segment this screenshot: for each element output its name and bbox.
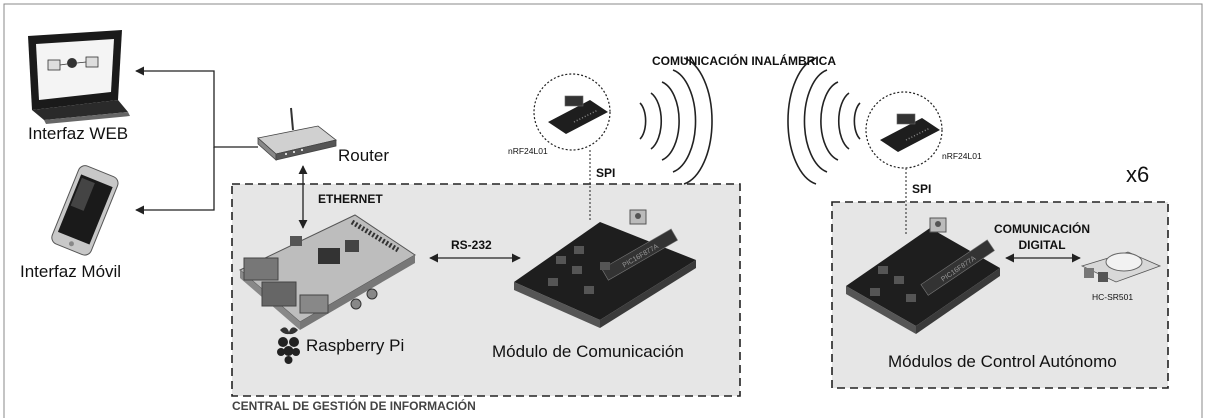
wireless-waves-icon bbox=[787, 57, 861, 185]
wireless-waves-icon bbox=[639, 57, 713, 185]
wireless-communication-label: COMUNICACIÓN INALÁMBRICA bbox=[652, 54, 836, 68]
nrf24l01-radio-icon bbox=[880, 113, 940, 152]
router-to-web-arrow bbox=[135, 66, 258, 148]
communication-module-label: Módulo de Comunicación bbox=[492, 342, 684, 361]
connectors bbox=[135, 66, 1081, 263]
multiplier-label: x6 bbox=[1126, 162, 1150, 187]
spi-left-label: SPI bbox=[596, 166, 616, 180]
digital-communication-label-line2: DIGITAL bbox=[1018, 238, 1066, 252]
nrf24l01-radio-icon bbox=[548, 95, 608, 134]
rs232-label: RS-232 bbox=[451, 238, 492, 252]
nrf-left-label: nRF24L01 bbox=[508, 146, 548, 156]
web-interface-label: Interfaz WEB bbox=[28, 124, 129, 143]
central-box-title: CENTRAL DE GESTIÓN DE INFORMACIÓN bbox=[232, 399, 476, 413]
raspberry-pi-label: Raspberry Pi bbox=[306, 336, 405, 355]
raspberry-pi-board-icon bbox=[239, 214, 416, 330]
spi-right-label: SPI bbox=[912, 182, 932, 196]
raspberry-pi-logo-icon bbox=[277, 327, 300, 364]
ethernet-label: ETHERNET bbox=[318, 192, 383, 206]
router-label: Router bbox=[338, 146, 390, 165]
smartphone-icon bbox=[51, 165, 119, 256]
sensor-label: HC-SR501 bbox=[1092, 292, 1134, 302]
router-to-mobile-arrow bbox=[135, 147, 215, 215]
router-icon bbox=[257, 107, 337, 161]
nrf-right-label: nRF24L01 bbox=[942, 151, 982, 161]
digital-communication-label-line1: COMUNICACIÓN bbox=[994, 222, 1090, 236]
mobile-interface-label: Interfaz Móvil bbox=[20, 262, 122, 281]
monitor-icon bbox=[28, 30, 130, 124]
pcb-module-icon: PIC16F877A bbox=[846, 217, 1000, 334]
pir-sensor-icon bbox=[1080, 251, 1162, 283]
outer-frame bbox=[3, 3, 1203, 418]
control-modules-label: Módulos de Control Autónomo bbox=[888, 352, 1117, 371]
pcb-module-icon: PIC16F877A bbox=[514, 209, 696, 328]
